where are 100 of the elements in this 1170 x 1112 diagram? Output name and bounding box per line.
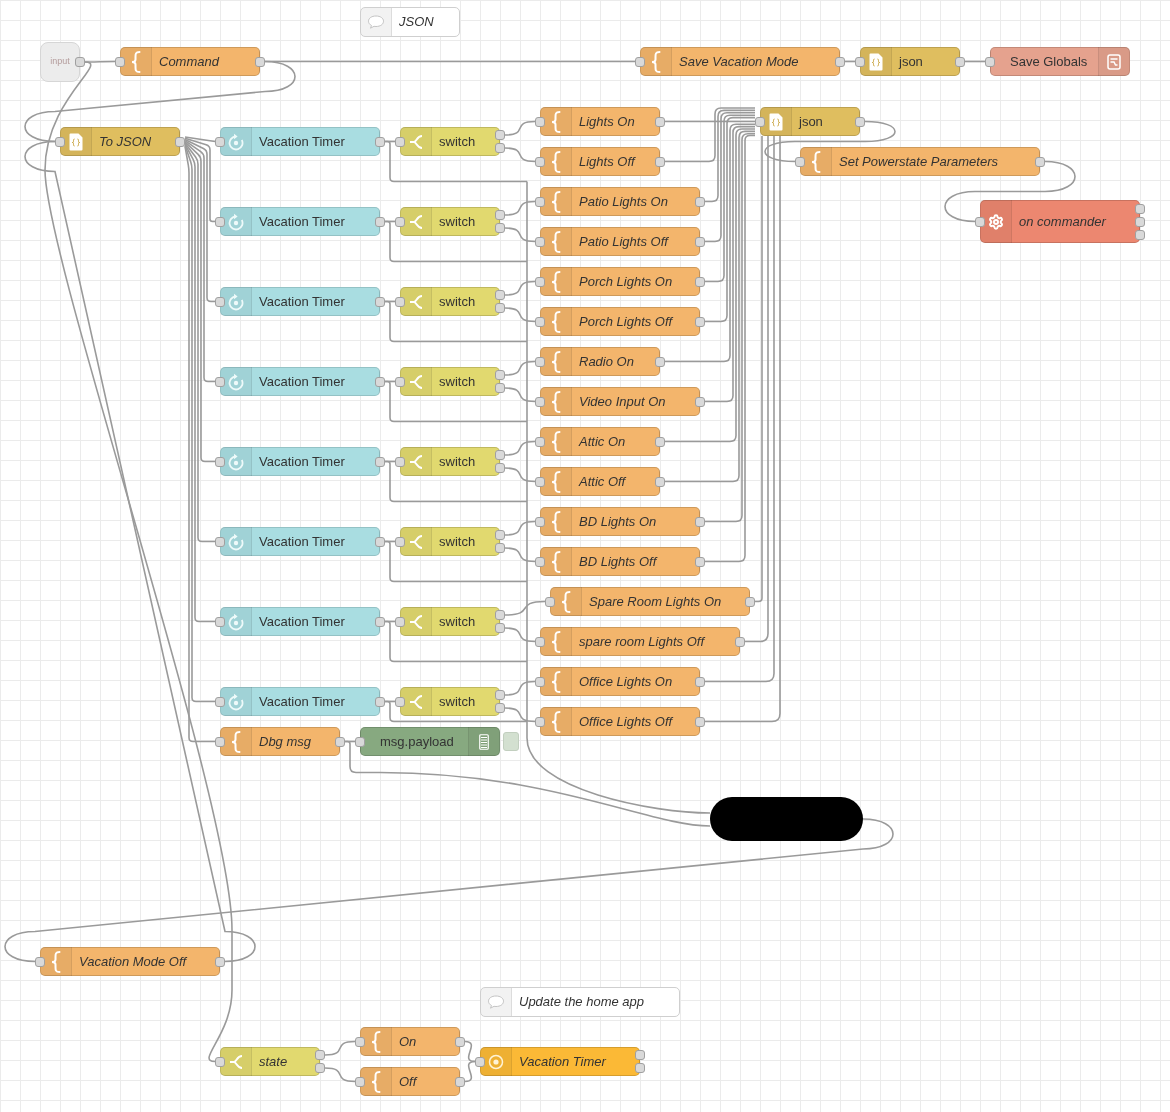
node-label: switch [439,292,476,311]
node-label: switch [439,452,476,471]
node-label: switch [439,372,476,391]
node-label: Dbg msg [259,732,312,751]
node-label: Vacation Mode Off [79,952,187,971]
flow-wire [504,120,536,136]
flow-wire [704,114,756,283]
flow-wire [184,139,216,383]
node-label: BD Lights Off [579,552,657,571]
node-label: Patio Lights Off [579,232,668,251]
flow-wire [24,140,256,963]
node-label: Office Lights On [579,672,673,691]
node-label: Patio Lights On [579,192,668,211]
flow-wire [504,307,536,323]
node-label: Update the home app [519,993,645,1012]
flow-wire [704,116,756,323]
node-label: Off [399,1072,417,1091]
node-label: On [399,1032,417,1051]
flow-wire [944,160,1076,223]
flow-wire [384,700,528,723]
node-label: Office Lights Off [579,712,673,731]
flow-wire [324,1040,356,1056]
flow-wire [664,120,756,123]
node-label: switch [439,132,476,151]
flow-wire [504,627,536,643]
node-label: Attic On [579,432,626,451]
node-label: msg.payload [380,732,454,751]
node-label: input [50,55,70,69]
node-label: Attic Off [579,472,626,491]
flow-wire [384,220,528,263]
flow-wire [324,1067,356,1083]
flow-wire [24,60,296,143]
flow-wire [504,467,536,483]
flow-wire [384,460,528,503]
flow-wire [526,180,711,814]
flow-wire [504,387,536,403]
node-label: BD Lights On [579,512,657,531]
node-label: spare room Lights Off [579,632,704,651]
node-label: Video Input On [579,392,666,411]
node-label: Vacation Timer [259,132,345,151]
flow-wire [704,125,756,403]
flow-wire [704,109,756,203]
node-label: Vacation Timer [259,452,345,471]
node-label: Lights On [579,112,635,131]
flow-wire [44,61,233,1063]
flow-wire [504,547,536,563]
node-label: JSON [399,13,434,32]
node-label: Spare Room Lights On [589,592,722,611]
node-label: json [899,52,923,71]
flow-wire [744,135,769,643]
flow-wire [384,380,528,423]
node-label: Save Vacation Mode [679,52,799,71]
node-label: json [799,112,823,131]
node-label: Save Globals [1010,52,1088,71]
flow-wire [184,138,216,303]
node-label: Set Powerstate Parameters [839,152,998,171]
flow-wire [664,107,756,163]
node-label: on commander [1019,212,1106,231]
flow-wire [504,280,536,296]
flow-wire [504,520,536,536]
node-label: Vacation Timer [259,612,345,631]
flow-wire [764,120,896,163]
node-label: state [259,1052,288,1071]
flow-wire [504,680,536,696]
node-label: Command [159,52,219,71]
node-label: Radio On [579,352,634,371]
flow-wire [704,112,756,243]
node-label: switch [439,212,476,231]
flow-wire [384,140,528,183]
flow-wire [504,227,536,243]
flow-wire [504,200,536,216]
node-label: Vacation Timer [259,532,345,551]
flow-wire [964,60,986,63]
flow-wire [504,440,536,456]
flow-wire [504,147,536,163]
node-label: Porch Lights Off [579,312,673,331]
node-label: Porch Lights On [579,272,673,291]
flow-wire [384,300,528,343]
node-label: Vacation Timer [259,692,345,711]
flow-wire [464,1040,476,1063]
node-label: Vacation Timer [519,1052,606,1071]
flow-wire [384,620,528,663]
node-label: switch [439,692,476,711]
flow-wire [184,136,216,143]
node-label: Vacation Timer [259,292,345,311]
flow-wire [184,140,216,463]
node-label: Vacation Timer [259,372,345,391]
flow-wire [384,540,528,583]
node-label: switch [439,612,476,631]
node-label: To JSON [99,132,152,151]
flow-wire [4,818,894,963]
node-label: Lights Off [579,152,635,171]
flow-wire [504,360,536,376]
node-label: Vacation Timer [259,212,345,231]
node-label: switch [439,532,476,551]
flow-wire [504,600,546,616]
flow-wire [184,137,216,223]
flow-wire [504,707,536,723]
flow-wire [184,142,216,543]
flow-wire [754,135,763,603]
